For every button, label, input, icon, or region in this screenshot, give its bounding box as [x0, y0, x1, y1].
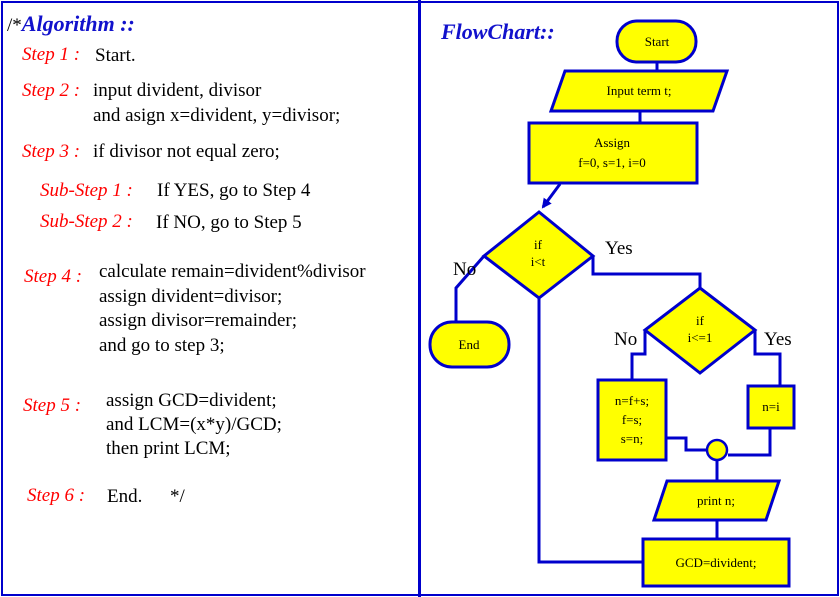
step-6-label: Step 6 :	[27, 485, 86, 506]
substep-2-text: If NO, go to Step 5	[156, 212, 302, 233]
input-label: Input term t;	[607, 83, 672, 98]
step-2-text-2: and asign x=divident, y=divisor;	[93, 105, 341, 126]
step-3-text: if divisor not equal zero;	[93, 141, 280, 162]
algorithm-heading: /*Algorithm ::	[7, 12, 135, 38]
connector-yes-decision2	[591, 256, 702, 288]
assign-box	[527, 121, 699, 185]
connector-loop-gcd	[537, 298, 643, 564]
assign-label-2: f=0, s=1, i=0	[578, 155, 646, 170]
connector-no-end	[454, 255, 486, 322]
step-3-label: Step 3 :	[22, 141, 81, 162]
end-label: End	[459, 337, 480, 352]
assign-label-1: Assign	[594, 135, 631, 150]
process-yes-box	[746, 384, 796, 430]
step-2-label: Step 2 :	[22, 80, 81, 101]
step-5-text-3: then print LCM;	[106, 438, 231, 459]
merge-connector	[705, 438, 729, 462]
connector-ni-merge	[728, 429, 772, 457]
decision-1-no-label: No	[453, 259, 476, 280]
decision-1-label-1: if	[534, 237, 543, 252]
flowchart-title: FlowChart::	[440, 19, 555, 44]
step-4-text-2: assign divident=divisor;	[99, 286, 283, 307]
connector-assign-decision1	[541, 183, 562, 209]
connector-no-process	[630, 330, 647, 380]
step-6-text: End.	[107, 486, 143, 507]
decision-2-yes-label: Yes	[764, 329, 792, 350]
process-no-line-2: f=s;	[622, 412, 642, 427]
connector-process-merge	[666, 436, 706, 452]
process-yes-label: n=i	[762, 399, 780, 414]
comment-close: */	[170, 486, 185, 507]
substep-1-label: Sub-Step 1 :	[40, 180, 133, 201]
step-5-text-1: assign GCD=divident;	[106, 390, 277, 411]
step-4-text-3: assign divisor=remainder;	[99, 310, 298, 331]
decision-2-no-label: No	[614, 329, 637, 350]
process-no-line-1: n=f+s;	[615, 393, 649, 408]
decision-2-diamond	[642, 286, 758, 375]
process-no-box	[596, 378, 668, 462]
gcd-label: GCD=divident;	[676, 555, 757, 570]
algorithm-title: Algorithm ::	[21, 11, 135, 36]
process-no-line-3: s=n;	[621, 431, 644, 446]
substep-1-text: If YES, go to Step 4	[157, 180, 311, 201]
substep-2-label: Sub-Step 2 :	[40, 211, 133, 232]
step-4-text-4: and go to step 3;	[99, 335, 225, 356]
step-1-text: Start.	[95, 45, 136, 66]
gcd-box	[641, 537, 791, 588]
print-box	[651, 479, 782, 522]
decision-1-label-2: i<t	[531, 254, 546, 269]
step-1-label: Step 1 :	[22, 44, 81, 65]
decision-1-diamond	[481, 210, 596, 300]
step-5-text-2: and LCM=(x*y)/GCD;	[106, 414, 282, 435]
print-label: print n;	[697, 493, 735, 508]
step-4-text-1: calculate remain=divident%divisor	[99, 261, 366, 282]
panel-divider	[418, 0, 421, 597]
decision-2-label-2: i<=1	[688, 330, 713, 345]
step-2-text-1: input divident, divisor	[93, 80, 262, 101]
step-4-label: Step 4 :	[24, 266, 83, 287]
start-terminal	[615, 19, 698, 64]
decision-1-yes-label: Yes	[605, 238, 633, 259]
decision-2-label-1: if	[696, 313, 705, 328]
start-label: Start	[645, 34, 670, 49]
step-5-label: Step 5 :	[23, 395, 82, 416]
end-terminal	[428, 320, 511, 369]
input-box	[548, 69, 730, 113]
comment-open: /*	[7, 15, 22, 36]
connector-yes-process	[753, 330, 782, 386]
